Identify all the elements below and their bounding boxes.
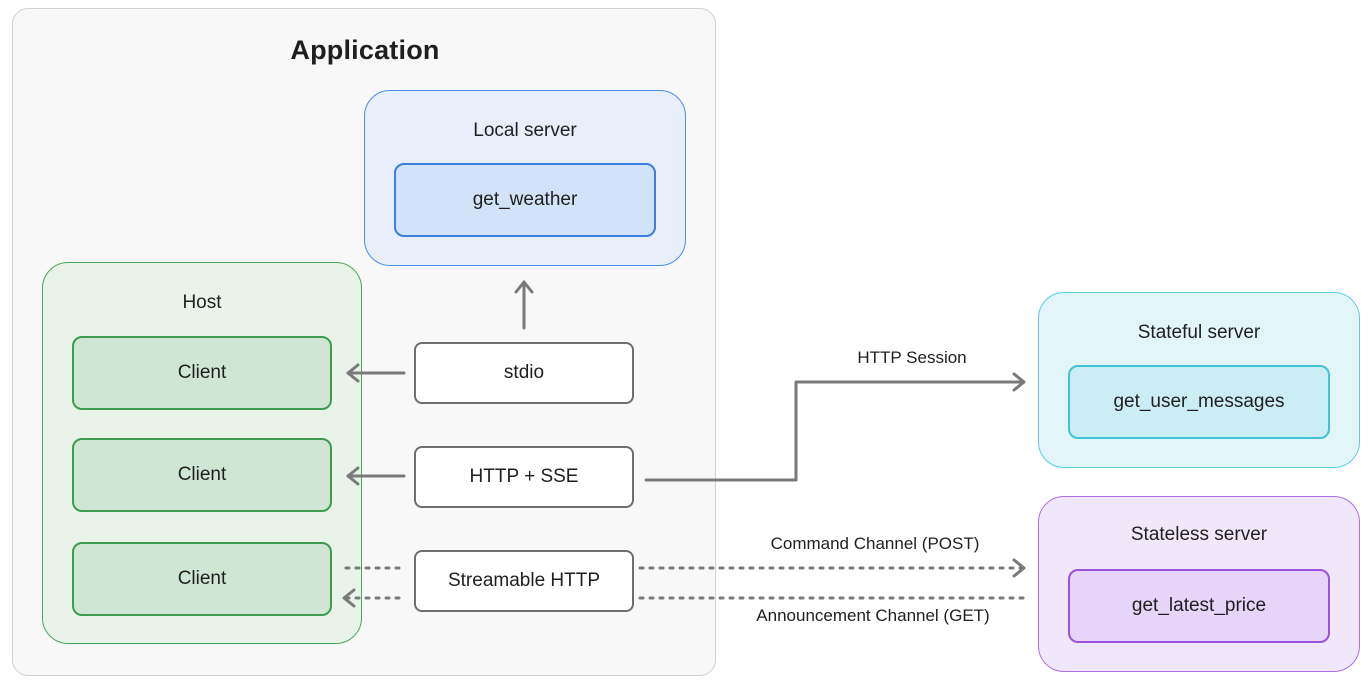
- get-weather-tool[interactable]: get_weather: [394, 163, 656, 237]
- stdio-to-client-arrowhead: [346, 363, 360, 383]
- client-box-1[interactable]: Client: [72, 336, 332, 410]
- command-channel-label: Command Channel (POST): [770, 534, 980, 553]
- stateful-server-title: Stateful server: [1137, 322, 1261, 343]
- stateless-server-container: Stateless server get_latest_price: [1038, 496, 1360, 672]
- local-server-title: Local server: [473, 120, 577, 141]
- get-user-messages-tool[interactable]: get_user_messages: [1068, 365, 1330, 439]
- command-channel-arrowhead: [1012, 558, 1026, 578]
- http-sse-transport[interactable]: HTTP + SSE: [414, 446, 634, 508]
- announcement-channel-arrowhead: [342, 588, 356, 608]
- http-session-arrowhead: [1012, 372, 1026, 392]
- http-session-label: HTTP Session: [857, 348, 967, 367]
- local-server-container: Local server get_weather: [364, 90, 686, 266]
- client-box-3[interactable]: Client: [72, 542, 332, 616]
- get-latest-price-tool[interactable]: get_latest_price: [1068, 569, 1330, 643]
- stateless-server-title: Stateless server: [1130, 524, 1268, 545]
- host-title: Host: [182, 292, 222, 313]
- application-title: Application: [290, 35, 440, 65]
- streamable-http-transport[interactable]: Streamable HTTP: [414, 550, 634, 612]
- stdio-to-local-arrowhead: [514, 280, 534, 294]
- announcement-channel-label: Announcement Channel (GET): [756, 606, 990, 625]
- client-box-2[interactable]: Client: [72, 438, 332, 512]
- sse-to-client-arrowhead: [346, 466, 360, 486]
- http-session-line: [644, 380, 1026, 482]
- stateful-server-container: Stateful server get_user_messages: [1038, 292, 1360, 468]
- stdio-transport[interactable]: stdio: [414, 342, 634, 404]
